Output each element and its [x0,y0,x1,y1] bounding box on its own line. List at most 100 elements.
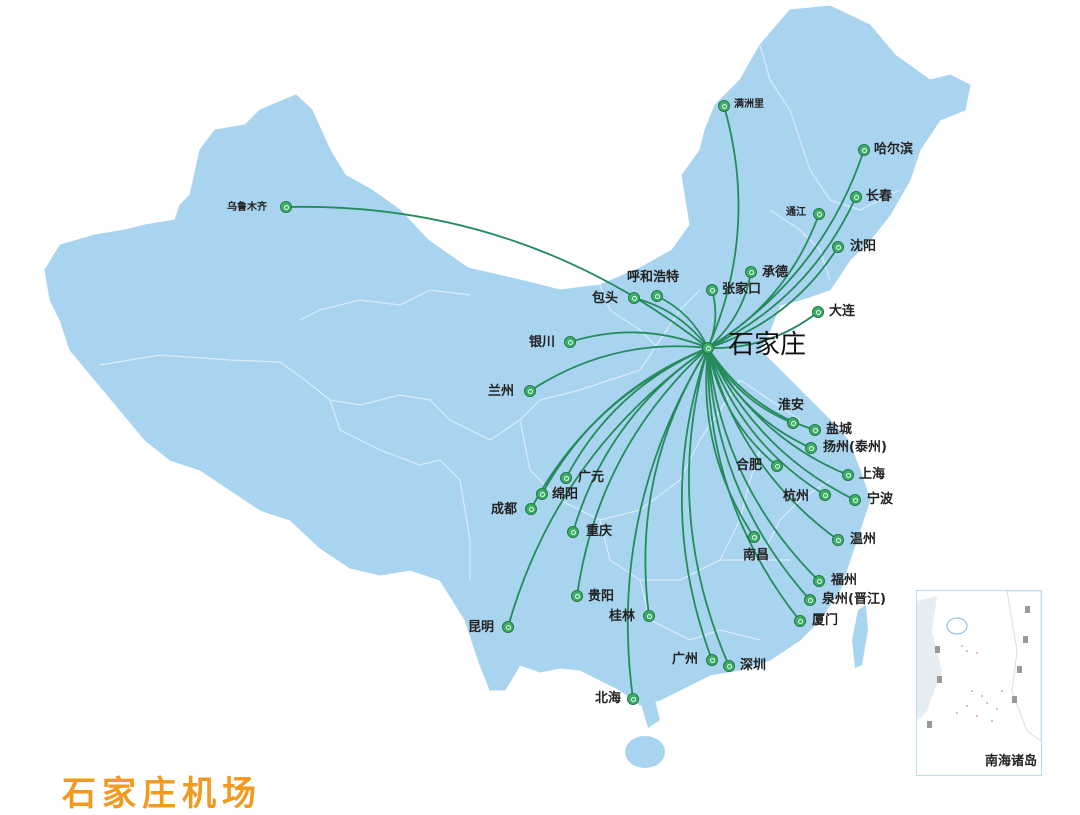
city-marker-icon[interactable] [280,201,292,213]
city-marker-icon[interactable] [804,594,816,606]
city-marker-icon[interactable] [567,526,579,538]
city-marker-icon[interactable] [706,654,718,666]
city-marker-icon[interactable] [525,503,537,515]
city-label: 呼和浩特 [627,270,680,285]
south-china-sea-inset: 南海诸岛 [916,590,1042,776]
city-marker-icon[interactable] [524,385,536,397]
route-line [707,347,816,431]
city-label: 包头 [592,291,619,306]
city-label: 绵阳 [552,487,579,502]
route-line [707,246,839,349]
hub-label: 石家庄 [728,330,807,360]
city-marker-icon[interactable] [813,208,825,220]
city-marker-icon[interactable] [628,292,640,304]
city-marker-icon[interactable] [805,442,817,454]
route-line [707,347,801,622]
city-marker-icon[interactable] [560,472,572,484]
route-line [569,331,709,349]
route-line [707,347,839,541]
route-line [680,347,713,661]
inset-label: 南海诸岛 [984,754,1037,769]
city-label: 银川 [529,335,556,350]
city-label: 满洲里 [734,99,764,110]
city-marker-icon[interactable] [627,693,639,705]
route-line [707,347,856,501]
city-label: 广元 [578,470,605,485]
city-label: 兰州 [488,384,515,399]
city-marker-icon[interactable] [842,469,854,481]
city-marker-icon[interactable] [643,610,655,622]
city-label: 重庆 [586,524,613,539]
hainan-island [625,736,665,768]
city-marker-icon[interactable] [564,336,576,348]
city-marker-icon[interactable] [748,531,760,543]
city-marker-icon[interactable] [849,494,861,506]
city-label: 上海 [859,467,886,482]
hub-marker-shijiazhuang[interactable] [702,342,714,354]
city-marker-icon[interactable] [536,488,548,500]
route-line [707,311,819,349]
city-label: 沈阳 [850,239,877,254]
route-line [707,347,826,496]
city-marker-icon[interactable] [812,306,824,318]
route-line [529,345,709,392]
city-label: 承德 [762,265,789,280]
city-marker-icon[interactable] [718,100,730,112]
city-marker-icon[interactable] [723,660,735,672]
city-marker-icon[interactable] [651,290,663,302]
city-marker-icon[interactable] [745,266,757,278]
footer-title-partial: 石家庄机场 [62,774,262,814]
city-label: 福州 [831,573,858,588]
city-label: 成都 [491,502,518,517]
city-label: 深圳 [740,658,767,673]
city-label: 昆明 [468,620,495,635]
city-marker-icon[interactable] [850,191,862,203]
taiwan-island [852,605,868,668]
route-line [507,347,709,628]
city-marker-icon[interactable] [819,489,831,501]
city-marker-icon[interactable] [813,575,825,587]
city-label: 扬州(泰州) [823,440,887,455]
city-marker-icon[interactable] [787,417,799,429]
city-label: 盐城 [826,422,853,437]
city-marker-icon[interactable] [809,424,821,436]
city-label: 张家口 [722,282,762,297]
route-line [626,347,709,700]
route-line [656,295,709,349]
route-line [705,347,755,538]
route-line [707,347,849,476]
route-line [633,297,709,349]
city-label: 淮安 [778,398,805,413]
city-label: 通江 [786,207,806,218]
city-label: 广州 [672,652,699,667]
route-lines [285,105,865,700]
route-line [285,205,709,349]
city-label: 哈尔滨 [874,142,914,157]
city-marker-icon[interactable] [832,241,844,253]
city-label: 厦门 [812,613,839,628]
city-marker-icon[interactable] [794,615,806,627]
city-label: 大连 [829,304,856,319]
city-label: 宁波 [867,492,894,507]
city-marker-icon[interactable] [858,144,870,156]
city-marker-icon[interactable] [706,284,718,296]
city-label: 温州 [850,532,877,547]
inset-map [917,590,1042,742]
city-marker-icon[interactable] [502,621,514,633]
city-marker-icon[interactable] [832,534,844,546]
city-marker-icon[interactable] [771,460,783,472]
china-route-map [44,5,971,768]
city-label: 合肥 [736,458,763,473]
city-marker-icon[interactable] [571,590,583,602]
city-label: 桂林 [609,609,636,624]
city-label: 贵阳 [588,589,615,604]
china-landmass [44,5,971,706]
route-line [576,347,709,597]
route-line [707,213,820,349]
city-label: 泉州(晋江) [822,592,886,607]
route-line [530,347,709,510]
route-line [707,271,752,349]
route-line [688,347,730,667]
route-line [707,196,857,349]
city-label: 北海 [595,691,622,706]
